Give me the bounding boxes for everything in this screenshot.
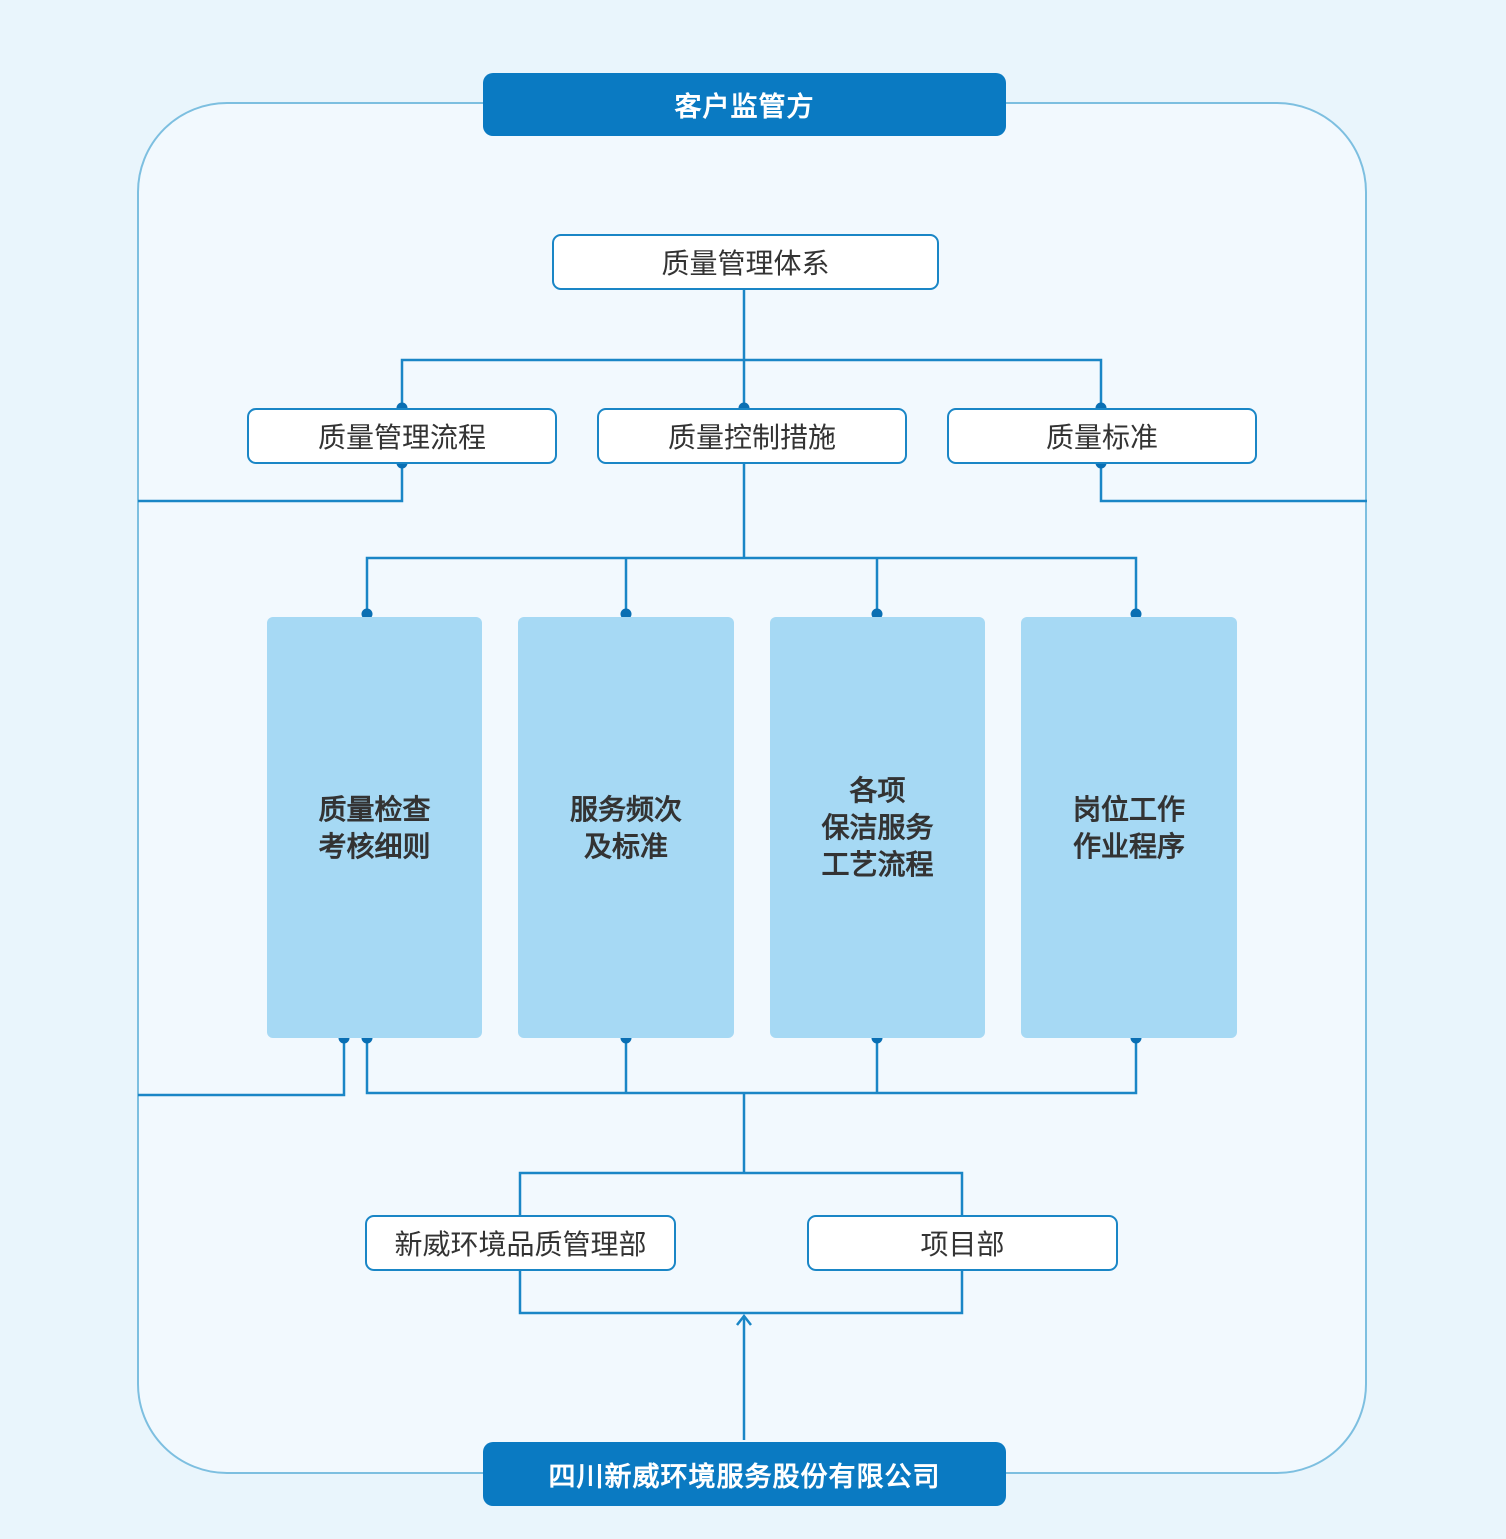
dot <box>620 608 632 620</box>
top-pill: 客户监管方 <box>483 73 1006 136</box>
connector-dept-bottom-bar <box>518 1270 964 1315</box>
bottom-pill: 四川新威环境服务股份有限公司 <box>483 1442 1006 1506</box>
measure-line: 作业程序 <box>1072 829 1185 863</box>
connector-left-branch <box>138 463 404 503</box>
level2-node-standard: 质量标准 <box>947 408 1257 464</box>
connector-measures-bar <box>365 556 1138 613</box>
measure-line: 保洁服务 <box>821 811 934 844</box>
measure-line: 质量检查 <box>318 792 431 826</box>
level2-node-process: 质量管理流程 <box>247 408 557 464</box>
root-node: 质量管理体系 <box>552 234 939 290</box>
measure-line: 考核细则 <box>318 829 431 863</box>
measure-box-procedure: 岗位工作 作业程序 <box>1021 617 1237 1038</box>
arrow-head <box>736 1313 752 1326</box>
dot <box>361 608 373 620</box>
measure-line: 及标准 <box>583 829 668 863</box>
dot <box>1130 608 1142 620</box>
connector-level2-bar <box>400 358 1103 408</box>
measure-line: 工艺流程 <box>821 848 934 881</box>
connector-right-branch <box>1099 463 1367 503</box>
measure-line: 各项 <box>849 774 906 807</box>
dept-node-quality: 新威环境品质管理部 <box>365 1215 676 1271</box>
measure-box-process: 各项 保洁服务 工艺流程 <box>770 617 985 1038</box>
dot <box>871 608 883 620</box>
measure-line: 岗位工作 <box>1072 792 1185 826</box>
connector-left-lower-branch <box>138 1038 346 1097</box>
connector-measures-bottom-bar <box>365 1038 1138 1095</box>
dept-node-project: 项目部 <box>807 1215 1118 1271</box>
measure-box-frequency: 服务频次 及标准 <box>518 617 734 1038</box>
measure-line: 服务频次 <box>569 792 682 826</box>
measure-box-inspection: 质量检查 考核细则 <box>267 617 482 1038</box>
level2-node-control: 质量控制措施 <box>597 408 907 464</box>
connector-dept-bar <box>518 1171 964 1215</box>
